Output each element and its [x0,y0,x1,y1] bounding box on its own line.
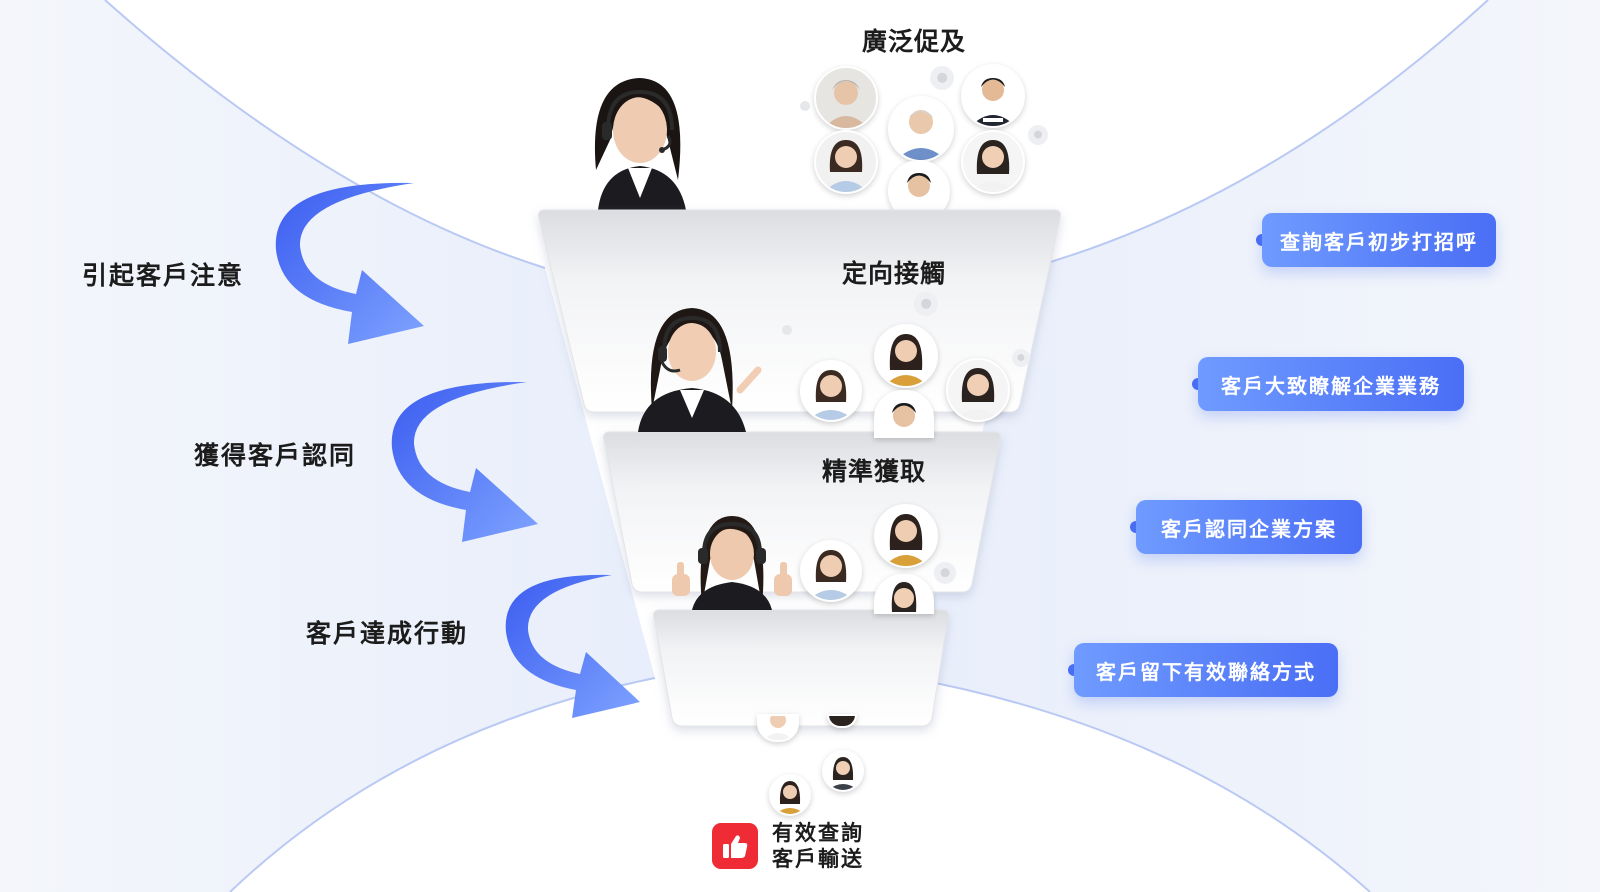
customer-avatar [800,540,862,602]
result-block: 有效查詢 客戶輸送 [712,820,864,872]
customer-avatar [769,774,811,816]
placeholder-avatar-icon [1012,349,1030,367]
customer-avatar [874,504,938,568]
customer-avatar [814,66,878,130]
left-label-attract-attention: 引起客戶注意 [82,261,245,290]
agent-headset-2 [620,300,768,432]
decor-dot [800,101,810,111]
customer-avatar [946,358,1010,422]
decor-dot [782,325,792,335]
stage-title-targeted-contact: 定向接觸 [842,259,947,288]
left-label-take-action: 客戶達成行動 [306,619,469,648]
customer-avatar [874,324,938,388]
stage-title-broad-reach: 廣泛促及 [862,27,967,56]
customer-avatar [961,130,1025,194]
pill-understand-business: 客戶大致瞭解企業業務 [1198,357,1464,411]
customer-avatar [822,750,864,792]
customer-avatar [757,714,799,742]
thumbs-up-icon [712,823,758,869]
stage-title-precise-acquisition: 精準獲取 [822,457,927,486]
customer-avatar [814,130,878,194]
customer-avatar [874,390,934,438]
placeholder-avatar-icon [930,66,954,90]
customer-avatar [888,96,954,162]
pill-leave-contact: 客戶留下有效聯絡方式 [1074,643,1338,697]
placeholder-avatar-icon [934,562,956,584]
pill-initial-greeting: 查詢客戶初步打招呼 [1262,213,1496,267]
curved-arrow-icon [505,574,640,718]
customer-avatar [874,574,934,614]
placeholder-avatar-icon [914,292,938,316]
curved-arrow-icon [391,381,538,542]
curved-arrow-icon [275,182,424,344]
agent-thumbs-up [664,510,800,610]
pill-approve-solution: 客戶認同企業方案 [1136,500,1362,554]
customer-avatar [961,64,1025,128]
result-line-effective-inquiry: 有效查詢 [772,821,864,845]
agent-headset-1 [558,70,718,210]
result-line-customer-delivery: 客戶輸送 [772,847,864,871]
left-label-gain-approval: 獲得客戶認同 [194,441,357,470]
placeholder-avatar-icon [1028,125,1048,145]
customer-avatar [800,360,862,422]
